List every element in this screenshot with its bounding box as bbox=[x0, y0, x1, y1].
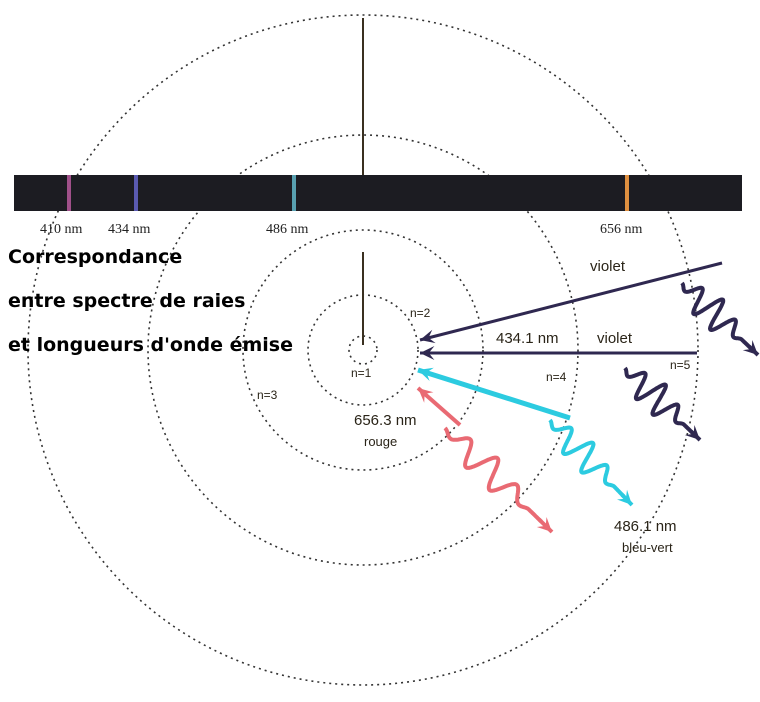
spectrum-label-434: 434 nm bbox=[108, 222, 151, 237]
spectrum-line-434 bbox=[134, 175, 138, 211]
title-line-3: et longueurs d'onde émise bbox=[8, 334, 293, 356]
transition-n4-to-n2-arrow-head bbox=[418, 367, 434, 381]
level-n5: n=5 bbox=[670, 358, 691, 372]
title-line-1: Correspondance bbox=[8, 246, 183, 268]
bleu-vert-label: bleu-vert bbox=[622, 540, 673, 555]
spectrum-line-410 bbox=[67, 175, 71, 211]
photon-blue-green-wave bbox=[548, 418, 626, 499]
violet-top-label: violet bbox=[590, 258, 626, 275]
photon-violet-top-wave bbox=[680, 281, 753, 350]
transition-n5-to-n2-arrow-head bbox=[420, 346, 435, 360]
spectrum-label-656: 656 nm bbox=[600, 222, 643, 237]
transition-n3-to-n2-arrow bbox=[416, 386, 462, 427]
title-line-2: entre spectre de raies bbox=[8, 290, 246, 312]
transition-n4-to-n2-arrow bbox=[417, 367, 571, 421]
photon-blue-green-wave-arrow-head bbox=[616, 489, 632, 505]
wavelength-434-label: 434.1 nm bbox=[496, 330, 559, 347]
level-n2: n=2 bbox=[410, 306, 431, 320]
orbit-n5 bbox=[27, 14, 699, 686]
photon-violet-top-wave-arrow-head bbox=[742, 340, 758, 355]
spectrum-line-656 bbox=[625, 175, 629, 211]
transition-n6-to-n2-arrow-head bbox=[420, 329, 436, 344]
rouge-label: rouge bbox=[364, 434, 398, 449]
level-n4: n=4 bbox=[546, 370, 567, 384]
orbit-n4 bbox=[147, 134, 579, 566]
level-n3: n=3 bbox=[257, 388, 278, 402]
spectrum-label-486: 486 nm bbox=[266, 222, 309, 237]
transition-n6-to-n2-arrow bbox=[419, 261, 723, 342]
photon-violet-434-wave-arrow-head bbox=[684, 425, 700, 440]
orbit-n3 bbox=[242, 229, 484, 471]
violet-434-label: violet bbox=[597, 330, 633, 347]
spectrum-line-486 bbox=[292, 175, 296, 211]
transition-n3-to-n2-arrow-head bbox=[418, 388, 434, 403]
level-n1: n=1 bbox=[351, 366, 372, 380]
spectrum-bar bbox=[14, 175, 742, 211]
wavelength-486-label: 486.1 nm bbox=[614, 518, 677, 535]
photon-red-wave bbox=[443, 426, 543, 524]
wavelength-656-label: 656.3 nm bbox=[354, 412, 417, 429]
photon-violet-434-wave bbox=[623, 366, 695, 435]
orbit-n1 bbox=[348, 335, 378, 365]
photon-red-wave-arrow-head bbox=[536, 516, 552, 532]
spectrum-label-410: 410 nm bbox=[40, 222, 83, 237]
